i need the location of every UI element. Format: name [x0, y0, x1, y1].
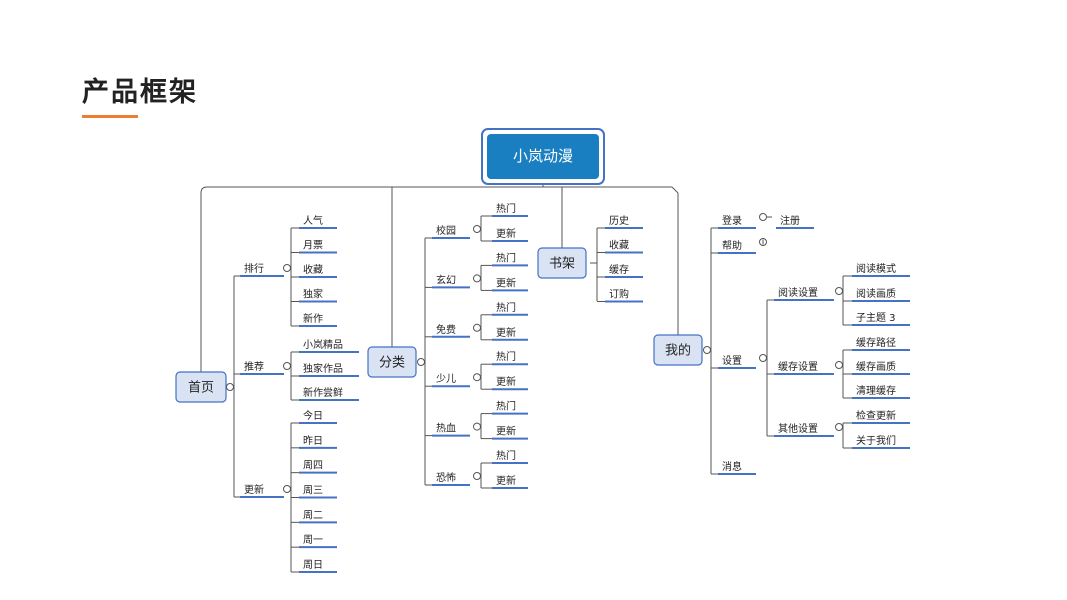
- branch-shujia-box: [537, 247, 587, 279]
- collapse-toggle-icon: [759, 213, 767, 221]
- root-box: [487, 134, 599, 179]
- leaf-node: 独家作品: [303, 362, 343, 375]
- leaf-node: 更新: [496, 276, 516, 289]
- connector-line: [200, 186, 208, 194]
- leaf-node: 月票: [303, 240, 323, 252]
- collapse-toggle-icon: [283, 485, 291, 493]
- leaf-node: 缓存画质: [856, 360, 896, 373]
- subtopic: 帮助: [722, 239, 742, 252]
- leaf-node: 更新: [496, 474, 516, 487]
- branch-wode-box: [653, 334, 703, 366]
- leaf-node: 热门: [496, 350, 516, 363]
- leaf-node: 历史: [609, 215, 629, 227]
- leaf-node: 热门: [496, 202, 516, 215]
- subtopic: 免费: [436, 323, 456, 336]
- leaf-node: 缓存: [609, 263, 629, 276]
- leaf-node: 关于我们: [856, 434, 896, 447]
- leaf-node: 周二: [303, 509, 323, 521]
- subtopic: 少儿: [436, 373, 456, 385]
- leaf-node: 周四: [303, 460, 323, 472]
- collapse-toggle-icon: [703, 346, 711, 354]
- collapse-toggle-icon: [759, 354, 767, 362]
- subtopic: 玄幻: [436, 273, 456, 286]
- leaf-node: 昨日: [303, 435, 323, 447]
- leaf-node: 热门: [496, 251, 516, 264]
- subtopic: 消息: [722, 460, 742, 473]
- subtopic: 热血: [436, 422, 456, 435]
- leaf-node: 周一: [303, 534, 323, 546]
- subtopic: 缓存设置: [778, 360, 818, 373]
- collapse-toggle-icon: [473, 472, 481, 480]
- collapse-toggle-icon: [473, 225, 481, 233]
- collapse-toggle-icon: [283, 264, 291, 272]
- branch-wode: 我的: [665, 343, 691, 359]
- subtopic: 校园: [436, 224, 456, 237]
- subtopic: 恐怖: [436, 471, 456, 484]
- leaf-node: 独家: [303, 288, 323, 301]
- subtopic: 其他设置: [778, 422, 818, 435]
- collapse-toggle-icon: [473, 274, 481, 283]
- leaf-node: 热门: [496, 301, 516, 314]
- collapse-toggle-icon: [417, 358, 425, 366]
- leaf-node: 更新: [496, 326, 516, 339]
- leaf-node: 更新: [496, 425, 516, 438]
- leaf-node: 订购: [609, 288, 629, 301]
- leaf-node: 热门: [496, 400, 516, 413]
- leaf-node: 子主题 3: [856, 312, 896, 324]
- root-topic: 小岚动漫: [513, 147, 573, 165]
- collapse-toggle-icon: [835, 361, 843, 369]
- branch-fenlei-box: [367, 346, 417, 378]
- collapse-toggle-icon: [283, 362, 291, 370]
- leaf-node: 新作: [303, 312, 323, 325]
- collapse-toggle-icon: [473, 323, 481, 332]
- collapse-toggle-icon: [835, 423, 843, 431]
- leaf-node: 小岚精品: [303, 338, 343, 351]
- page-title: 产品框架: [82, 77, 198, 108]
- collapse-toggle-icon: [835, 287, 843, 295]
- collapse-toggle-icon: [473, 422, 481, 431]
- leaf-node: 注册: [780, 214, 800, 227]
- collapse-toggle-icon: [226, 383, 234, 391]
- leaf-node: 收藏: [609, 239, 629, 252]
- subtopic-1: 推荐: [244, 360, 264, 373]
- subtopic: 阅读设置: [778, 286, 818, 299]
- leaf-node: 今日: [303, 409, 323, 422]
- connector-line: [671, 186, 679, 194]
- branch-shujia: 书架: [549, 257, 575, 272]
- leaf-node: 周日: [303, 559, 323, 571]
- leaf-node: 周三: [303, 485, 323, 497]
- leaf-node: 人气: [303, 214, 323, 227]
- subtopic-2: 更新: [244, 483, 264, 496]
- branch-fenlei: 分类: [379, 356, 405, 371]
- leaf-node: 更新: [496, 227, 516, 240]
- subtopic: 登录: [722, 214, 742, 227]
- leaf-node: 缓存路径: [856, 336, 896, 349]
- title-underline: [82, 115, 138, 118]
- leaf-node: 检查更新: [856, 409, 896, 422]
- leaf-node: 更新: [496, 375, 516, 388]
- subtopic-0: 排行: [244, 262, 264, 275]
- leaf-node: 阅读模式: [856, 262, 896, 275]
- collapse-toggle-icon: [473, 373, 481, 382]
- leaf-node: 收藏: [303, 263, 323, 276]
- leaf-node: 新作尝鲜: [303, 386, 343, 399]
- branch-shouye: 首页: [188, 381, 214, 396]
- leaf-node: 阅读画质: [856, 287, 896, 300]
- subtopic: 设置: [722, 355, 742, 367]
- leaf-node: 热门: [496, 449, 516, 462]
- leaf-node: 清理缓存: [856, 384, 896, 397]
